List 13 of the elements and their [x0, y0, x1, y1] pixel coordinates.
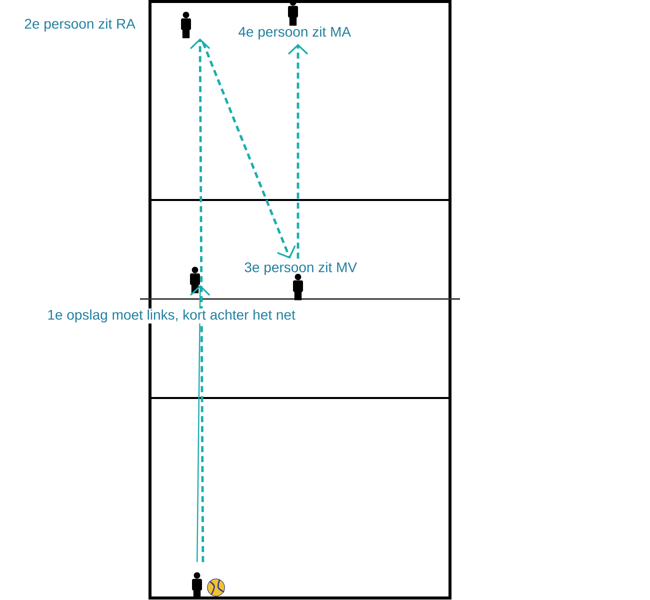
caption-text: 2e persoon zit RA — [24, 18, 136, 32]
arrow — [202, 42, 296, 259]
person-icon — [181, 12, 191, 38]
person-icon — [190, 266, 200, 294]
person-icon — [192, 572, 202, 599]
edge-label: 1e opslag moet links, kort achter het net — [46, 308, 296, 324]
arrow — [190, 38, 210, 562]
person-icon — [288, 0, 298, 26]
caption-text: 4e persoon zit MA — [238, 26, 351, 40]
arrow — [190, 285, 210, 562]
person-icon — [293, 274, 303, 300]
caption-text: 3e persoon zit MV — [244, 262, 357, 276]
arrow — [288, 44, 308, 259]
